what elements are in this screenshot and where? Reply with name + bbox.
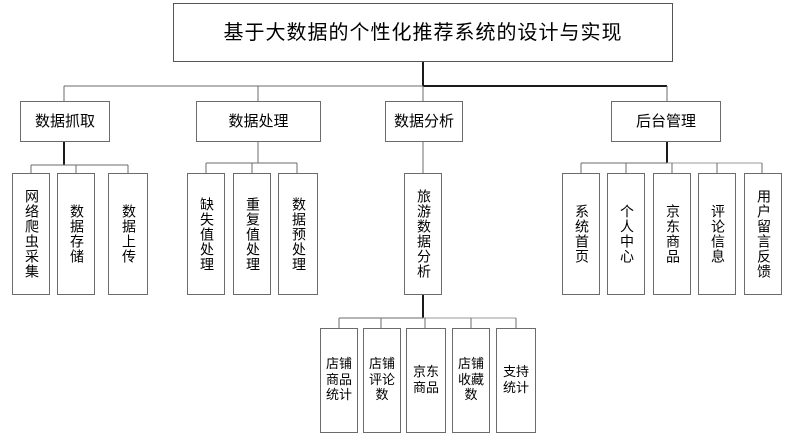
leaf-line: 收藏 — [457, 372, 484, 388]
leaf-line: 统计 — [502, 380, 529, 396]
leaf-line: 店铺 — [457, 356, 484, 372]
node-backend-management: 后台管理 — [611, 101, 721, 142]
node-personal-center: 个人中心 — [607, 173, 645, 295]
leaf-line: 商品 — [412, 380, 439, 396]
node-user-message-feedback: 用户留言反馈 — [744, 173, 782, 295]
node-data-capture: 数据抓取 — [20, 101, 110, 142]
node-data-processing: 数据处理 — [196, 101, 321, 142]
node-missing-value-handling: 缺失值处理 — [187, 173, 225, 295]
node-data-upload: 数据上传 — [108, 173, 148, 295]
leaf-line: 店铺 — [368, 356, 395, 372]
leaf-line: 数 — [375, 388, 389, 404]
leaf-line: 支持 — [502, 364, 529, 380]
node-tourism-data-analysis: 旅游数据分析 — [404, 173, 442, 295]
node-shop-favorite-count: 店铺 收藏 数 — [452, 328, 490, 433]
node-support-statistics: 支持 统计 — [496, 328, 536, 433]
node-web-crawler-collection: 网络爬虫采集 — [12, 173, 50, 295]
node-data-analysis: 数据分析 — [385, 101, 463, 142]
leaf-line: 数 — [464, 388, 478, 404]
leaf-line: 统计 — [325, 388, 352, 404]
node-review-information: 评论信息 — [698, 173, 736, 295]
leaf-line: 评论 — [368, 372, 395, 388]
node-system-homepage: 系统首页 — [562, 173, 600, 295]
node-data-storage: 数据存储 — [57, 173, 95, 295]
node-duplicate-value-handling: 重复值处理 — [233, 173, 271, 295]
leaf-line: 店铺 — [325, 356, 352, 372]
node-shop-review-count: 店铺 评论 数 — [363, 328, 401, 433]
leaf-line: 京东 — [412, 364, 439, 380]
node-jd-products: 京东商品 — [653, 173, 691, 295]
node-shop-product-statistics: 店铺 商品 统计 — [320, 328, 358, 433]
leaf-line: 商品 — [325, 372, 352, 388]
root-node-title: 基于大数据的个性化推荐系统的设计与实现 — [173, 3, 673, 62]
node-jd-products-leaf: 京东 商品 — [406, 328, 446, 433]
node-data-preprocessing: 数据预处理 — [278, 173, 318, 295]
